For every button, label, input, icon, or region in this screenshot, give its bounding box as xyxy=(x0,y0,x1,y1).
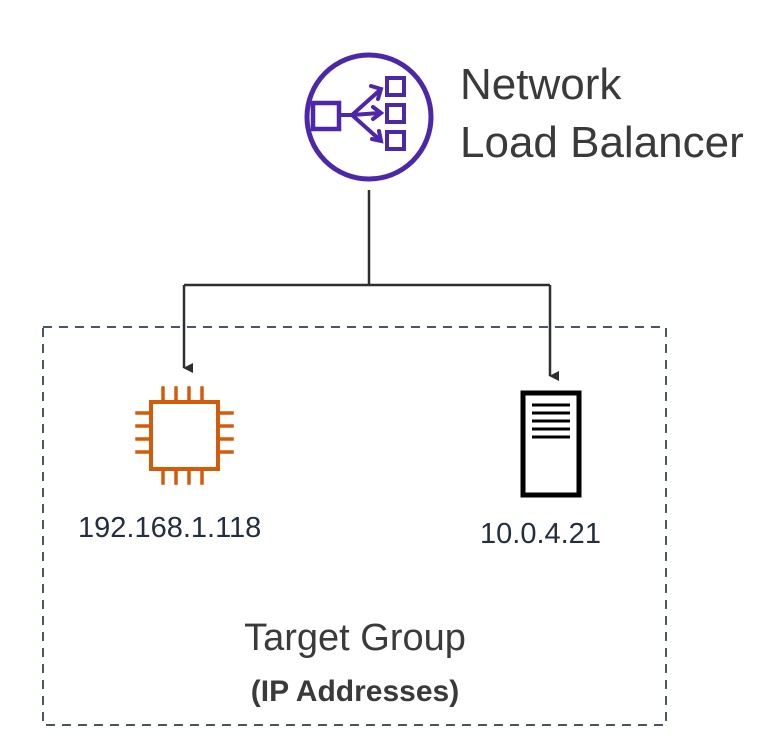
target-group-box xyxy=(42,326,667,726)
ec2-ip-label: 192.168.1.118 xyxy=(78,512,262,544)
target-group-title: Target Group xyxy=(244,617,466,659)
ec2-instance-icon xyxy=(135,386,234,485)
server-ip-label: 10.0.4.21 xyxy=(480,518,601,550)
network-load-balancer-icon xyxy=(304,52,434,182)
load-balancer-title-line2: Load Balancer xyxy=(460,118,744,167)
load-balancer-label: Network Load Balancer xyxy=(460,56,744,172)
on-premises-server-icon xyxy=(520,390,582,498)
connectors xyxy=(182,190,559,381)
load-balancer-title-line1: Network xyxy=(460,60,622,109)
target-group-subtitle: (IP Addresses) xyxy=(250,675,460,708)
